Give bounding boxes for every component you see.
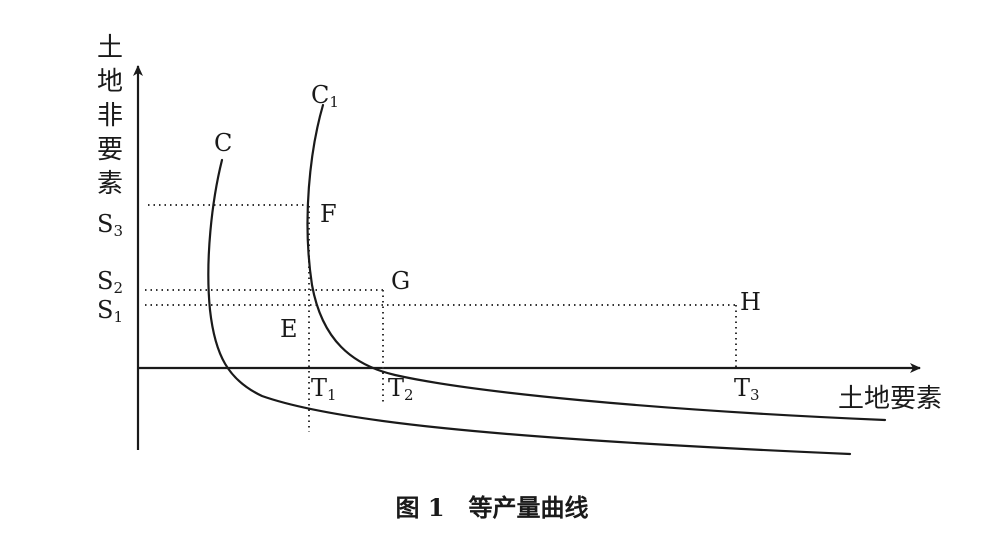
x-tick-t1: T1 [311, 374, 337, 404]
y-tick-s2-base: S [97, 267, 113, 295]
y-axis-title-char: 要 [97, 135, 123, 165]
x-tick-t2-sub: 2 [404, 386, 414, 404]
x-tick-t1-base: T [311, 374, 327, 402]
x-tick-t2: T2 [388, 374, 414, 404]
x-axis-title: 土地要素 [838, 384, 942, 414]
x-tick-t2-base: T [388, 374, 404, 402]
figure-caption: 图 1 等产量曲线 [395, 493, 588, 522]
isoquant-curve-c [207, 158, 852, 456]
curve-c1-label-sub: 1 [329, 93, 339, 111]
point-f-label: F [320, 200, 337, 228]
curve-c1-label-base: C [311, 81, 329, 109]
isoquant-curve-c1 [306, 103, 887, 422]
y-tick-s1-sub: 1 [113, 308, 123, 326]
y-axis-title-char: 地 [97, 67, 123, 97]
point-h-label: H [740, 288, 761, 316]
y-tick-s2: S2 [97, 267, 123, 297]
y-axis-title-char: 素 [97, 169, 123, 199]
y-axis-title-char: 土 [97, 33, 123, 63]
x-tick-t3-sub: 3 [750, 386, 760, 404]
point-e-label: E [280, 315, 298, 343]
y-tick-s1-base: S [97, 296, 113, 324]
point-g-label: G [391, 267, 410, 295]
y-axis-title-char: 非 [97, 101, 123, 131]
x-tick-t3: T3 [734, 374, 760, 404]
x-tick-t3-base: T [734, 374, 750, 402]
curve-c-label: C [214, 129, 232, 157]
y-axis-title: 土 地 非 要 素 [97, 33, 123, 199]
y-tick-s3: S3 [97, 210, 123, 240]
curve-c1-label: C1 [311, 81, 339, 111]
y-tick-s2-sub: 2 [113, 279, 123, 297]
y-tick-s3-base: S [97, 210, 113, 238]
y-tick-s1: S1 [97, 296, 123, 326]
x-tick-t1-sub: 1 [327, 386, 337, 404]
y-tick-s3-sub: 3 [113, 222, 123, 240]
